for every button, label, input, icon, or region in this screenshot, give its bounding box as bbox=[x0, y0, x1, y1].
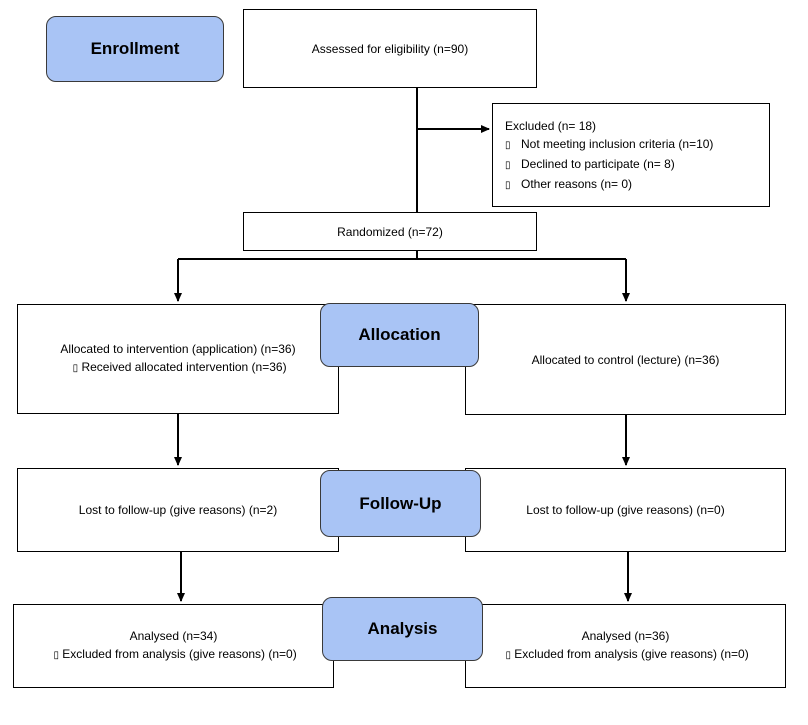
intervention-followup-text: Lost to follow-up (give reasons) (n=2) bbox=[78, 503, 278, 517]
intervention-excluded-text: Excluded from analysis (give reasons) (n… bbox=[62, 647, 297, 661]
bullet-icon: ▯ bbox=[505, 140, 511, 151]
bullet-icon: ▯ bbox=[53, 650, 60, 661]
excluded-reason-text: Not meeting inclusion criteria (n=10) bbox=[521, 137, 714, 151]
assessed-box: Assessed for eligibility (n=90) bbox=[243, 9, 537, 88]
intervention-received-item: ▯Received allocated intervention (n=36) bbox=[69, 358, 287, 378]
control-excluded-item: ▯Excluded from analysis (give reasons) (… bbox=[502, 645, 749, 665]
bullet-icon: ▯ bbox=[72, 363, 79, 374]
bullet-icon: ▯ bbox=[505, 160, 511, 171]
control-excluded-text: Excluded from analysis (give reasons) (n… bbox=[514, 647, 749, 661]
stage-allocation: Allocation bbox=[320, 303, 479, 367]
intervention-analysis-box: Analysed (n=34) ▯Excluded from analysis … bbox=[13, 604, 334, 688]
control-analysis-box: Analysed (n=36) ▯Excluded from analysis … bbox=[465, 604, 786, 688]
bullet-icon: ▯ bbox=[505, 650, 512, 661]
excluded-reason-item: ▯ Not meeting inclusion criteria (n=10) bbox=[505, 135, 769, 155]
excluded-reason-item: ▯ Declined to participate (n= 8) bbox=[505, 155, 769, 175]
control-followup-box: Lost to follow-up (give reasons) (n=0) bbox=[465, 468, 786, 552]
stage-enrollment: Enrollment bbox=[46, 16, 224, 82]
stage-analysis: Analysis bbox=[322, 597, 483, 661]
bullet-icon: ▯ bbox=[505, 180, 511, 191]
stage-follow-up: Follow-Up bbox=[320, 470, 481, 537]
excluded-title: Excluded (n= 18) bbox=[505, 119, 597, 133]
control-allocation-box: Allocated to control (lecture) (n=36) bbox=[465, 304, 786, 415]
excluded-reason-text: Declined to participate (n= 8) bbox=[521, 157, 675, 171]
randomized-text: Randomized (n=72) bbox=[337, 224, 443, 239]
intervention-excluded-item: ▯Excluded from analysis (give reasons) (… bbox=[50, 645, 297, 665]
control-analysed-text: Analysed (n=36) bbox=[581, 629, 670, 643]
intervention-received-text: Received allocated intervention (n=36) bbox=[81, 360, 287, 374]
intervention-followup-box: Lost to follow-up (give reasons) (n=2) bbox=[17, 468, 339, 552]
excluded-reason-text: Other reasons (n= 0) bbox=[521, 177, 633, 191]
randomized-box: Randomized (n=72) bbox=[243, 212, 537, 251]
assessed-text: Assessed for eligibility (n=90) bbox=[311, 41, 469, 56]
control-allocation-text: Allocated to control (lecture) (n=36) bbox=[531, 352, 720, 367]
intervention-allocation-box: Allocated to intervention (application) … bbox=[17, 304, 339, 414]
excluded-reason-item: ▯ Other reasons (n= 0) bbox=[505, 175, 769, 195]
intervention-allocation-text: Allocated to intervention (application) … bbox=[60, 342, 296, 356]
intervention-analysed-text: Analysed (n=34) bbox=[129, 629, 218, 643]
excluded-box: Excluded (n= 18) ▯ Not meeting inclusion … bbox=[492, 103, 770, 207]
control-followup-text: Lost to follow-up (give reasons) (n=0) bbox=[526, 503, 725, 517]
